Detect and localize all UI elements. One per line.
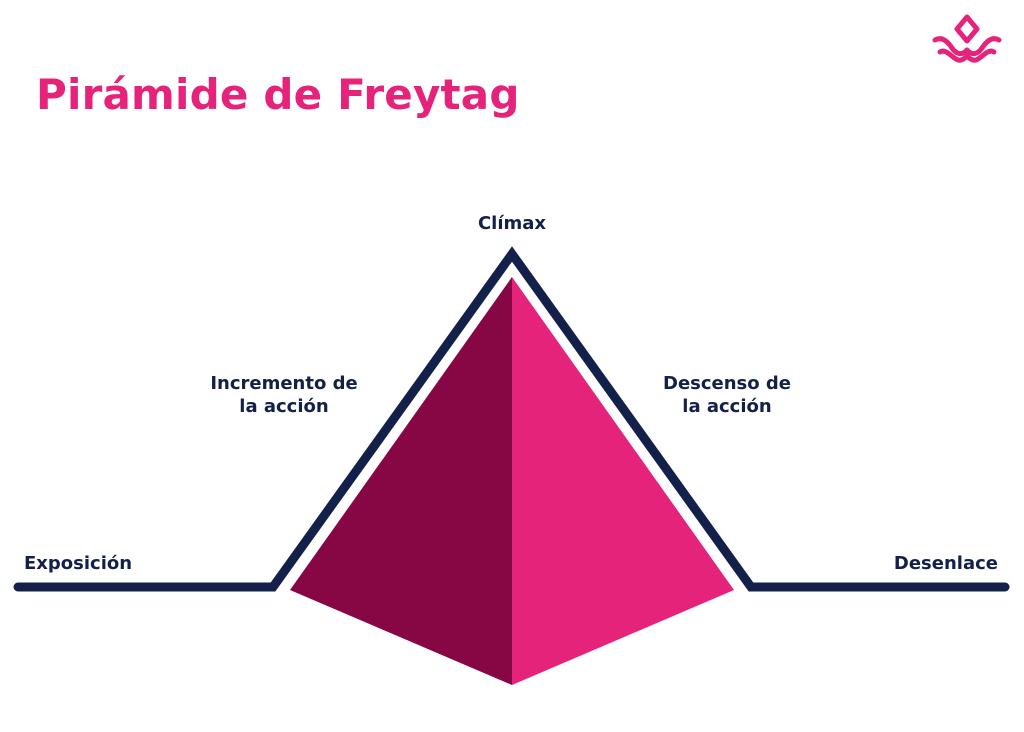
falling-action-line2: la acción	[682, 396, 772, 417]
pyramid-left-face	[290, 277, 512, 685]
resolution-label: Desenlace	[893, 553, 998, 574]
climax-label: Clímax	[477, 213, 547, 234]
plot-line	[13, 246, 1010, 592]
exposition-label: Exposición	[24, 553, 133, 574]
rising-action-line2: la acción	[239, 396, 329, 417]
rising-action-line1: Incremento de	[210, 373, 358, 394]
falling-action-label: Descenso de la acción	[663, 372, 791, 418]
rising-action-label: Incremento de la acción	[210, 372, 357, 418]
lotus-logo-icon	[932, 14, 1002, 63]
pyramid-right-face	[512, 277, 734, 685]
page-title: Pirámide de Freytag	[36, 70, 520, 119]
falling-action-line1: Descenso de	[663, 373, 791, 394]
